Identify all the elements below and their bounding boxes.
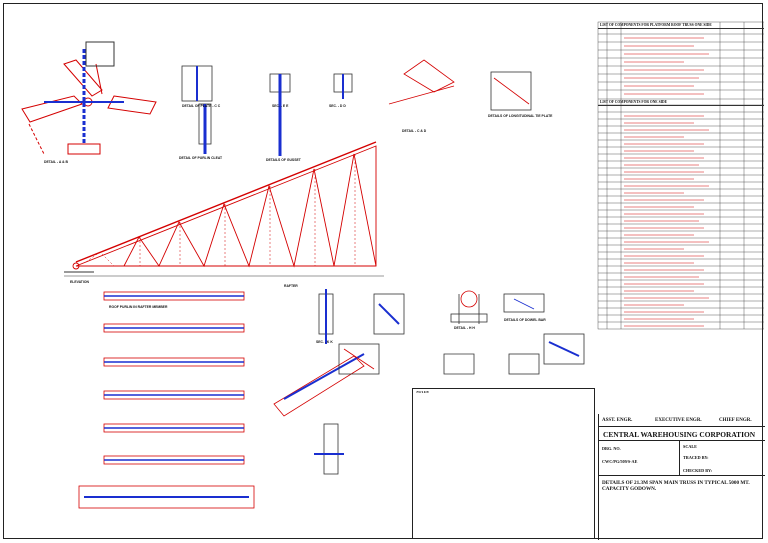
truss-elevation: [64, 141, 384, 277]
label-sec-kk: SEC. - K K: [316, 340, 333, 344]
bom-title-1: LIST OF COMPONENTS FOR PLATFORM ROOF TRU…: [598, 22, 764, 29]
bom-table: LIST OF COMPONENTS FOR PLATFORM ROOF TRU…: [598, 22, 764, 29]
drawing-sheet: DETAIL - A & B DETAIL OF PLATE - C C SEC…: [3, 3, 765, 540]
bom-table-2: LIST OF COMPONENTS FOR ONE SIDE: [598, 99, 764, 106]
drg-row: DRG. NO. CWC/PG/509/S-AE SCALE TRACED BY…: [599, 440, 765, 476]
bom-text-lines: [624, 37, 709, 327]
label-detail-cleat: DETAIL OF PURLIN CLEAT: [179, 156, 223, 160]
label-rod-purlin: ROOF PURLIN IN RAFTER MEMBER: [109, 305, 168, 309]
label-sec-ee: SEC. - E E: [272, 104, 289, 108]
mid-details: [273, 289, 585, 475]
label-detail-a-b: DETAIL - A & B: [44, 160, 68, 164]
notes-title: NOTES:: [416, 391, 430, 394]
drg-no-label: DRG. NO.: [602, 446, 621, 451]
detail-a-b-drawing: [21, 41, 157, 155]
label-elevation: ELEVATION: [70, 280, 89, 284]
traced-by-label: TRACED BY:: [683, 455, 709, 460]
org-name: CENTRAL WAREHOUSING CORPORATION: [603, 430, 756, 439]
label-detail-gusset: DETAILS OF GUSSET: [266, 158, 301, 162]
scale-label: SCALE: [683, 444, 697, 449]
label-detail-plate-c: DETAIL OF PLATE - C C: [182, 104, 221, 108]
cad-drawing: [21, 21, 764, 509]
drawing-title: DETAILS OF 21.3M SPAN MAIN TRUSS IN TYPI…: [602, 480, 750, 492]
label-sec-dd: SEC. - D D: [329, 104, 346, 108]
title-divider: [679, 440, 680, 476]
label-detail-hh: DETAIL - H H: [454, 326, 475, 330]
label-rafter: RAFTER: [284, 284, 298, 288]
detail-plates: [181, 59, 532, 156]
label-dowel: DETAILS OF DOWEL BAR: [504, 318, 546, 322]
asst-engr: ASST. ENGR.: [602, 418, 633, 423]
org-row: CENTRAL WAREHOUSING CORPORATION: [599, 426, 765, 440]
exec-engr: EXECUTIVE ENGR.: [655, 418, 702, 423]
label-detail-longitudinal: DETAILS OF LONGITUDINAL TIE PLATE: [488, 114, 553, 118]
drg-no: CWC/PG/509/S-AE: [602, 459, 638, 464]
notes-box: NOTES:: [412, 388, 595, 539]
title-block: ASST. ENGR. EXECUTIVE ENGR. CHIEF ENGR. …: [598, 414, 765, 540]
bom-title-2: LIST OF COMPONENTS FOR ONE SIDE: [598, 99, 764, 106]
label-detail-cc: DETAIL - C & D: [402, 129, 427, 133]
checked-by-label: CHECKED BY:: [683, 468, 713, 473]
bom-grid: [597, 21, 764, 330]
purlin-sections: [78, 291, 255, 509]
chief-engr: CHIEF ENGR.: [719, 418, 752, 423]
